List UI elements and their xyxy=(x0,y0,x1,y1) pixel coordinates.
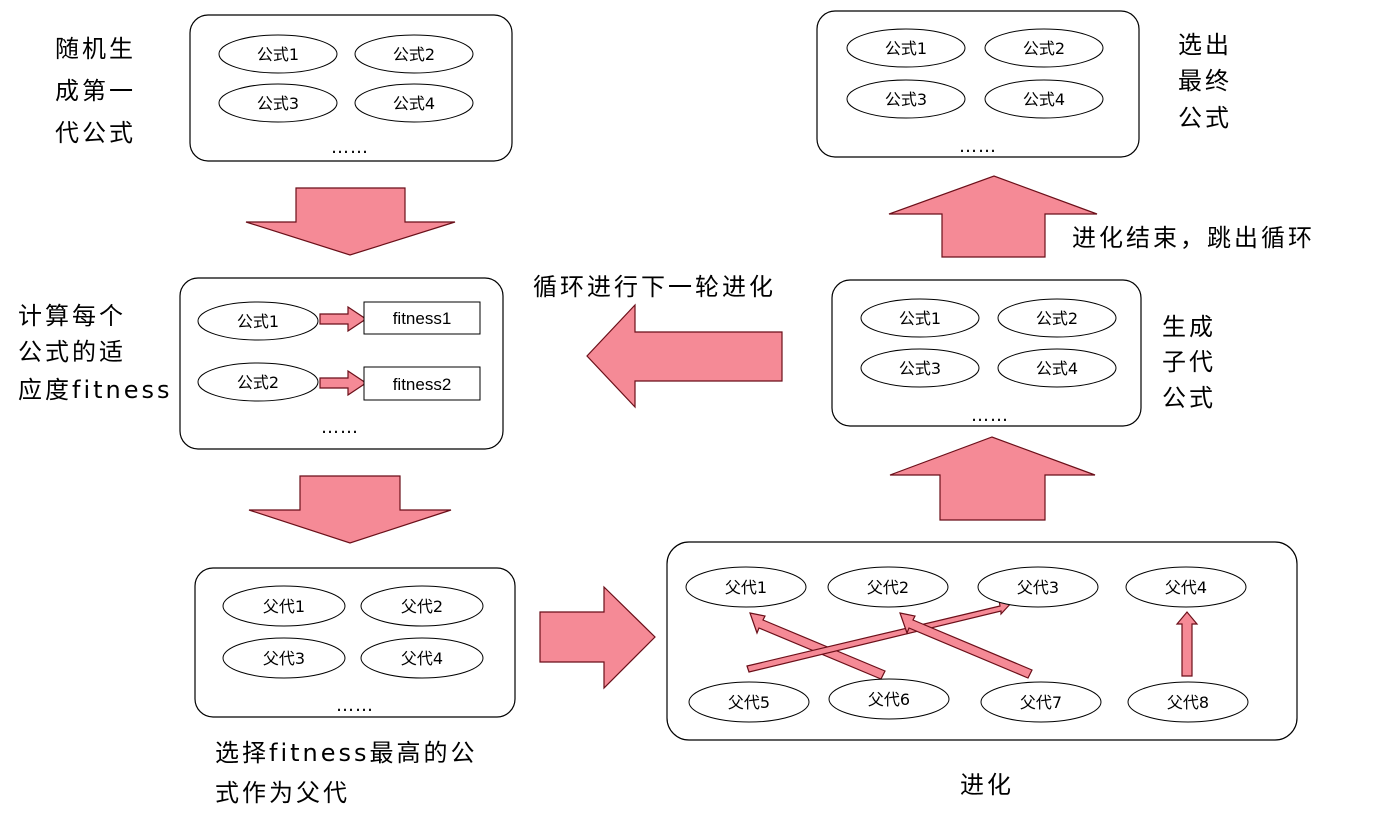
ellipsis: …… xyxy=(336,695,374,716)
parent-node-label: 父代6 xyxy=(868,690,910,709)
formula-node-label: 公式1 xyxy=(237,312,279,331)
final-label-line: 公式 xyxy=(1178,104,1232,132)
crossover-arrow xyxy=(899,612,1033,679)
parent-node-label: 父代7 xyxy=(1020,693,1062,712)
parent-node-label: 父代4 xyxy=(401,649,443,668)
parent-node xyxy=(828,678,950,720)
formula-node-label: 公式2 xyxy=(1036,309,1078,328)
child-label-line: 公式 xyxy=(1162,384,1216,412)
formula-node-label: 公式3 xyxy=(885,90,927,109)
final-group: 公式1 公式2 公式3 公式4 …… 选出 最终 公式 xyxy=(816,10,1232,158)
ellipsis: …… xyxy=(971,405,1009,426)
parent-node-label: 父代8 xyxy=(1167,693,1209,712)
formula-node xyxy=(846,79,966,119)
formula-node xyxy=(997,348,1117,388)
ellipsis: …… xyxy=(331,137,369,158)
formula-node-label: 公式2 xyxy=(237,373,279,392)
down-arrow xyxy=(248,475,452,544)
up-arrow xyxy=(889,436,1096,521)
fitness-value-box xyxy=(363,366,481,401)
formula-node xyxy=(984,28,1104,68)
formula-node-label: 公式3 xyxy=(899,359,941,378)
fitness-label-line: 计算每个 xyxy=(18,302,126,330)
small-right-arrow xyxy=(319,305,368,333)
parent-node-label: 父代1 xyxy=(263,597,305,616)
formula-node xyxy=(997,298,1117,338)
parent-node-label: 父代2 xyxy=(401,597,443,616)
fitness-value-box xyxy=(363,301,481,335)
right-arrow xyxy=(539,585,656,690)
first-generation-label-line: 成第一 xyxy=(55,77,136,105)
parent-node xyxy=(685,566,807,608)
parent-node xyxy=(827,566,949,608)
formula-node xyxy=(197,362,319,402)
formula-node xyxy=(218,34,338,74)
child-label-line: 生成 xyxy=(1162,313,1216,341)
parent-node xyxy=(980,681,1102,723)
first-generation-group: 公式1 公式2 公式3 公式4 …… 随机生 成第一 代公式 xyxy=(55,14,513,162)
formula-node xyxy=(860,348,980,388)
crossover-arrow xyxy=(746,599,1015,673)
up-arrow-small xyxy=(1175,611,1199,677)
child-group: 公式1 公式2 公式3 公式4 …… 生成 子代 公式 xyxy=(831,279,1216,427)
parent-node-label: 父代1 xyxy=(725,578,767,597)
parent-node xyxy=(977,566,1099,608)
parent-node xyxy=(1125,566,1247,608)
parent-node xyxy=(360,637,484,679)
formula-node xyxy=(860,298,980,338)
small-right-arrow xyxy=(319,369,368,397)
ellipsis: …… xyxy=(959,136,997,157)
loop-label: 循环进行下一轮进化 xyxy=(533,273,776,301)
formula-node-label: 公式4 xyxy=(1036,359,1078,378)
parents-group: 父代1 父代2 父代3 父代4 …… 选择fitness最高的公 式作为父代 xyxy=(194,567,516,807)
fitness-value-label: fitness1 xyxy=(393,309,452,328)
down-arrow xyxy=(245,187,456,256)
formula-node-label: 公式2 xyxy=(393,45,435,64)
formula-node-label: 公式1 xyxy=(899,309,941,328)
formula-node-label: 公式1 xyxy=(257,45,299,64)
parent-node-label: 父代2 xyxy=(867,578,909,597)
formula-node-label: 公式4 xyxy=(393,94,435,113)
formula-node xyxy=(984,79,1104,119)
formula-node xyxy=(846,28,966,68)
formula-node xyxy=(354,83,474,123)
evolve-group: 父代1 父代2 父代3 父代4 父代5 父代6 父代7 父代8 进化 xyxy=(666,541,1298,799)
parents-label-line: 式作为父代 xyxy=(215,779,350,807)
formula-node-label: 公式4 xyxy=(1023,90,1065,109)
parent-node-label: 父代3 xyxy=(263,649,305,668)
formula-node xyxy=(354,34,474,74)
final-label-line: 选出 xyxy=(1178,31,1232,59)
end-label: 进化结束，跳出循环 xyxy=(1072,224,1315,252)
formula-node-label: 公式2 xyxy=(1023,39,1065,58)
parent-node xyxy=(360,585,484,627)
fitness-group: 公式1 fitness1 公式2 fitness2 …… 计算每个 公式的适 应… xyxy=(18,277,504,450)
parent-node xyxy=(222,585,346,627)
parent-node xyxy=(1127,681,1249,723)
up-arrow xyxy=(888,175,1098,258)
evolve-label: 进化 xyxy=(960,771,1014,799)
parents-label-line: 选择fitness最高的公 xyxy=(215,739,478,767)
parent-node xyxy=(688,681,810,723)
formula-node-label: 公式3 xyxy=(257,94,299,113)
formula-node xyxy=(218,83,338,123)
child-label-line: 子代 xyxy=(1162,348,1216,376)
formula-node xyxy=(197,301,319,341)
loop-left-arrow xyxy=(586,303,783,409)
ellipsis: …… xyxy=(321,417,359,438)
parent-node-label: 父代3 xyxy=(1017,578,1059,597)
final-label-line: 最终 xyxy=(1178,67,1232,95)
fitness-value-label: fitness2 xyxy=(393,375,452,394)
parent-node-label: 父代4 xyxy=(1165,578,1207,597)
parent-node xyxy=(222,637,346,679)
fitness-label-line: 公式的适 xyxy=(18,338,126,366)
first-generation-label-line: 随机生 xyxy=(55,35,136,63)
first-generation-label-line: 代公式 xyxy=(55,119,136,147)
formula-node-label: 公式1 xyxy=(885,39,927,58)
fitness-label-line: 应度fitness xyxy=(18,376,173,404)
crossover-arrow xyxy=(749,612,886,680)
parent-node-label: 父代5 xyxy=(728,693,770,712)
